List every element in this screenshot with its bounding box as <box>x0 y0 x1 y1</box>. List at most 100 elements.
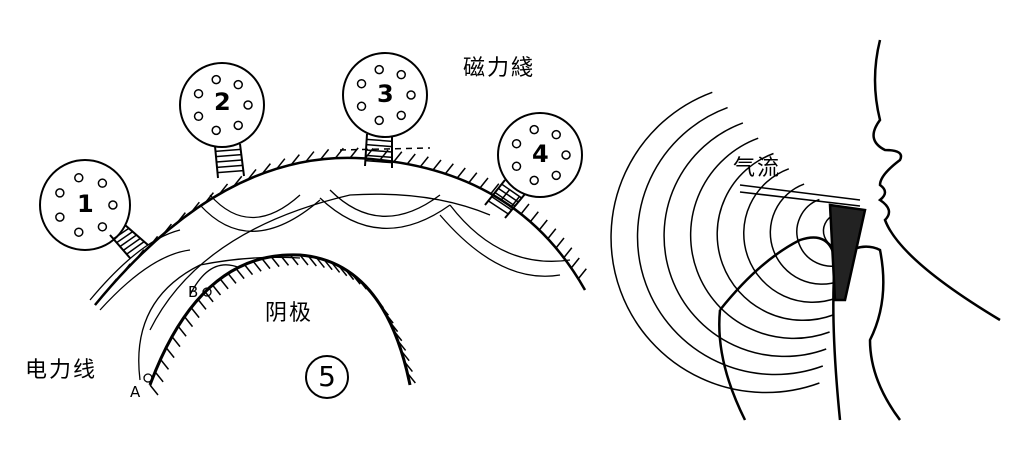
hatch-mark <box>305 151 315 163</box>
hatch-mark <box>177 325 187 337</box>
hole <box>211 125 221 136</box>
hole <box>551 129 561 140</box>
hole <box>243 100 253 110</box>
rung <box>215 153 242 158</box>
hatch-mark <box>529 211 539 223</box>
resonator-label-2: 2 <box>214 88 231 116</box>
hole <box>396 69 406 80</box>
hatch-mark <box>149 384 159 396</box>
hatch-mark <box>219 278 229 290</box>
hatch-mark <box>211 284 222 296</box>
hole <box>55 188 65 198</box>
wave-arc <box>610 91 820 394</box>
rung <box>116 231 134 244</box>
rung <box>217 169 244 174</box>
rung <box>126 241 145 255</box>
magnetic-lines-label: 磁力綫 <box>463 56 536 81</box>
rung <box>365 149 393 153</box>
hatch-mark <box>456 167 466 179</box>
hatch-mark <box>159 358 170 370</box>
field-lines <box>89 189 571 383</box>
hand <box>718 236 902 421</box>
wave-arc <box>689 137 830 340</box>
hatch-mark <box>419 156 429 168</box>
anode-hatching <box>94 147 587 306</box>
hatch-mark <box>555 237 565 249</box>
hole <box>529 124 539 135</box>
hole <box>74 227 84 237</box>
hatch-mark <box>393 151 403 163</box>
point-a-label: A <box>130 383 141 401</box>
hatch-mark <box>577 268 587 280</box>
hole <box>356 78 367 89</box>
rung <box>366 143 393 148</box>
resonator-label-1: 1 <box>77 190 94 218</box>
face-profile <box>872 39 1001 322</box>
resonator-1 <box>39 159 149 259</box>
rung <box>494 191 516 207</box>
hole <box>233 120 243 131</box>
wave-arc <box>743 168 837 303</box>
hatch-mark <box>197 298 207 310</box>
hole <box>511 138 522 149</box>
hatch-mark <box>190 307 200 319</box>
rung <box>112 227 130 240</box>
neck-rungs <box>112 138 523 255</box>
rung <box>216 164 243 169</box>
hole <box>374 115 384 126</box>
hatch-mark <box>432 159 442 171</box>
rung <box>365 154 393 159</box>
airflow-lines <box>739 184 861 207</box>
hole <box>97 222 108 232</box>
hole <box>108 200 118 210</box>
hatch-mark <box>183 316 194 328</box>
rung <box>216 159 243 163</box>
rung <box>497 187 519 203</box>
hatch-mark <box>252 260 262 272</box>
rung <box>122 237 141 251</box>
hole <box>551 170 561 181</box>
wave-arc <box>663 122 827 358</box>
hole <box>529 175 539 186</box>
dashed-line <box>339 147 431 151</box>
hole <box>97 178 108 188</box>
hatch-mark <box>243 264 254 276</box>
rung <box>365 159 393 164</box>
hole <box>193 111 204 122</box>
hatch-mark <box>165 347 175 359</box>
hole <box>233 79 243 90</box>
hatch-mark <box>270 256 280 268</box>
hatch-mark <box>570 257 580 269</box>
hatch-mark <box>235 268 245 280</box>
sound-waves <box>610 91 847 394</box>
rung <box>366 138 393 143</box>
resonator-label-3: 3 <box>377 80 394 108</box>
figure-number: 5 <box>305 355 349 399</box>
hatch-mark <box>563 247 573 259</box>
hatch-mark <box>261 258 271 270</box>
airflow-label: 气流 <box>733 156 782 181</box>
rung <box>215 148 241 153</box>
hole <box>374 64 384 75</box>
hole <box>211 74 221 85</box>
hatch-mark <box>538 219 548 231</box>
wave-arc <box>636 106 824 376</box>
wave-arc <box>716 152 834 322</box>
hatch-mark <box>290 154 300 166</box>
hatch-mark <box>490 183 500 195</box>
hole <box>396 110 406 121</box>
cathode-label: 阴极 <box>265 301 314 326</box>
rung <box>487 200 509 215</box>
hatch-mark <box>444 163 454 175</box>
hatch-mark <box>299 254 309 266</box>
hatch-mark <box>547 228 557 240</box>
hole <box>356 101 367 112</box>
hole <box>561 150 571 160</box>
hatch-mark <box>171 336 181 348</box>
hole <box>74 173 84 183</box>
resonator-holes <box>55 64 571 237</box>
resonator-2 <box>179 62 265 179</box>
rung <box>119 234 137 248</box>
anode-surface <box>94 156 587 306</box>
point-b-label: B <box>188 283 199 301</box>
